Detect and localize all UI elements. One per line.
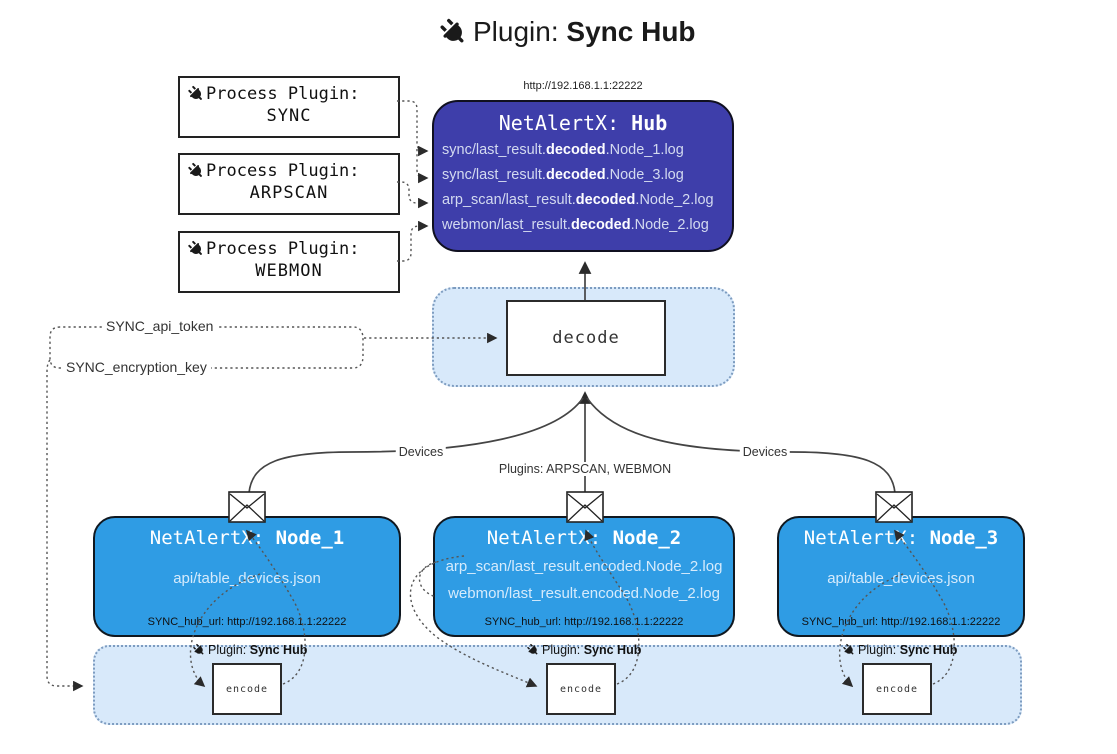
node3-box: NetAlertX: Node_3 api/table_devices.json… <box>777 516 1025 637</box>
process-plugin-name: SYNC <box>266 106 312 126</box>
node3-hub-url: SYNC_hub_url: http://192.168.1.1:22222 <box>801 616 1001 628</box>
edge-sync-to-hub-1 <box>397 100 429 157</box>
edge-webmon-to-hub <box>397 220 429 262</box>
process-plugin-label: Process Plugin: <box>206 239 360 259</box>
hub-log-line: sync/last_result.decoded.Node_1.log <box>442 142 684 158</box>
node1-hub-url: SYNC_hub_url: http://192.168.1.1:22222 <box>147 616 347 628</box>
plug-icon <box>191 642 208 659</box>
devices-right-label: Devices <box>739 445 791 459</box>
plug-icon <box>185 238 208 261</box>
decode-box: decode <box>506 300 666 376</box>
title-name: Sync Hub <box>566 16 696 47</box>
node2-file: arp_scan/last_result.encoded.Node_2.log <box>445 558 723 575</box>
process-plugin-name: ARPSCAN <box>249 183 329 203</box>
edge-settings-to-encoders <box>46 359 84 692</box>
edge-arpscan-to-hub <box>397 181 429 209</box>
process-plugin-label: Process Plugin: <box>206 161 360 181</box>
node2-hub-url: SYNC_hub_url: http://192.168.1.1:22222 <box>484 616 684 628</box>
encode1-box: encode <box>212 663 282 715</box>
hub-log-line: arp_scan/last_result.decoded.Node_2.log <box>442 192 714 208</box>
encode3-box: encode <box>862 663 932 715</box>
node1-title: NetAlertX: Node_1 <box>149 527 345 549</box>
node1-file: api/table_devices.json <box>173 570 321 587</box>
node2-file: webmon/last_result.encoded.Node_2.log <box>448 585 720 602</box>
process-plugin-name: WEBMON <box>255 261 323 281</box>
sync-encryption-key-label: SYNC_encryption_key <box>62 359 211 375</box>
process-plugin-webmon-box: Process Plugin: WEBMON <box>178 231 400 293</box>
encode2-box: encode <box>546 663 616 715</box>
hub-title: NetAlertX: Hub <box>498 111 668 135</box>
process-plugin-sync-box: Process Plugin: SYNC <box>178 76 400 138</box>
title-prefix: Plugin: <box>473 16 567 47</box>
plug-icon <box>185 160 208 183</box>
node3-file: api/table_devices.json <box>827 570 975 587</box>
plugins-center-label: Plugins: ARPSCAN, WEBMON <box>495 462 675 476</box>
hub-log-line: sync/last_result.decoded.Node_3.log <box>442 167 684 183</box>
page-title: Plugin: Sync Hub <box>440 16 696 48</box>
devices-left-label: Devices <box>395 445 447 459</box>
edge-sync-to-hub-2 <box>416 149 429 184</box>
plug-icon <box>841 642 858 659</box>
sync-api-token-label: SYNC_api_token <box>102 318 218 334</box>
encoder3-plugin-label: Plugin: Sync Hub <box>843 643 957 657</box>
plug-icon <box>525 642 542 659</box>
node2-box: NetAlertX: Node_2 arp_scan/last_result.e… <box>433 516 735 637</box>
encoder2-plugin-label: Plugin: Sync Hub <box>527 643 641 657</box>
plug-icon <box>185 83 208 106</box>
hub-box: NetAlertX: Hub sync/last_result.decoded.… <box>432 100 734 252</box>
process-plugin-arpscan-box: Process Plugin: ARPSCAN <box>178 153 400 215</box>
process-plugin-label: Process Plugin: <box>206 84 360 104</box>
hub-url-label: http://192.168.1.1:22222 <box>523 80 643 92</box>
node2-title: NetAlertX: Node_2 <box>486 527 682 549</box>
plug-icon <box>434 13 472 51</box>
hub-log-line: webmon/last_result.decoded.Node_2.log <box>442 217 709 233</box>
node3-title: NetAlertX: Node_3 <box>803 527 999 549</box>
node1-box: NetAlertX: Node_1 api/table_devices.json… <box>93 516 401 637</box>
encoder1-plugin-label: Plugin: Sync Hub <box>193 643 307 657</box>
